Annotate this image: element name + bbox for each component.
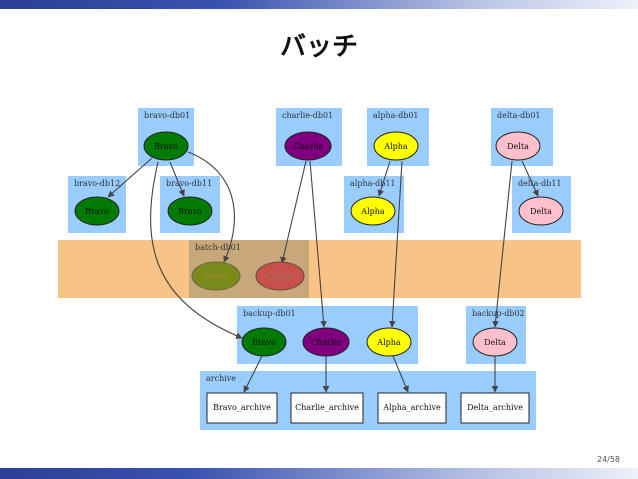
page-number: 24/58 xyxy=(596,455,620,464)
node-label: Bravo xyxy=(154,142,178,151)
node-alpha-db11: Alpha xyxy=(350,196,396,226)
edge-alpha-to-alpha-db11 xyxy=(377,160,391,197)
top-header-bar xyxy=(0,0,638,9)
edge-alpha-to-backup-alpha xyxy=(389,160,403,328)
node-label: Delta xyxy=(530,207,552,216)
cluster-label: bravo-db01 xyxy=(144,111,190,120)
archive-box-bravo: Bravo_archive xyxy=(206,392,278,424)
archive-label: Bravo_archive xyxy=(213,403,271,412)
cluster-label: backup-db01 xyxy=(243,309,296,318)
cluster-label: archive xyxy=(206,374,236,383)
archive-label: Alpha_archive xyxy=(382,403,441,412)
node-bravo-db01: Bravo xyxy=(143,131,189,161)
cluster-label: batch-db01 xyxy=(195,243,241,252)
node-label: Charlie xyxy=(311,338,341,347)
edge-bravo-to-backup-bravo xyxy=(150,161,243,339)
edge-delta-to-delta-db11 xyxy=(521,160,539,197)
edge-bravo-to-bravo-db11 xyxy=(169,161,185,197)
node-label: Alpha xyxy=(376,338,401,347)
cluster-label: alpha-db01 xyxy=(373,111,419,120)
archive-box-charlie: Charlie_archive xyxy=(290,392,364,424)
archive-label: Charlie_archive xyxy=(295,403,359,412)
node-backup-bravo: Bravo xyxy=(241,327,287,357)
node-backup-delta: Delta xyxy=(472,327,518,357)
edge-delta-to-backup-delta xyxy=(492,160,513,328)
node-alpha-db01: Alpha xyxy=(373,131,419,161)
cluster-label: delta-db01 xyxy=(497,111,541,120)
edge-backup-bravo-to-archive xyxy=(243,355,263,393)
node-label: Bravo xyxy=(252,338,276,347)
cluster-label: bravo-db12 xyxy=(74,179,120,188)
edge-bravo-to-bravo-db12 xyxy=(107,157,153,198)
node-delta-db01: Delta xyxy=(495,131,541,161)
node-batch-charlie: Charlie xyxy=(255,261,305,291)
node-backup-alpha: Alpha xyxy=(366,327,412,357)
node-bravo-db12: Bravo xyxy=(74,196,120,226)
cluster-label: delta-db11 xyxy=(518,179,562,188)
node-label: Alpha xyxy=(360,207,385,216)
node-label: Delta xyxy=(484,338,506,347)
cluster-label: charlie-db01 xyxy=(282,111,333,120)
archive-box-delta: Delta_archive xyxy=(460,392,530,424)
node-label: Alpha xyxy=(383,142,408,151)
node-delta-db11: Delta xyxy=(518,196,564,226)
archive-label: Delta_archive xyxy=(467,403,523,412)
bottom-footer-bar xyxy=(0,468,638,479)
node-label: Bravo xyxy=(204,272,228,281)
cluster-label: alpha-db11 xyxy=(350,179,396,188)
edge-charlie-to-batch-charlie xyxy=(280,160,307,264)
node-label: Bravo xyxy=(85,207,109,216)
node-label: Charlie xyxy=(293,142,323,151)
cluster-label: bravo-db11 xyxy=(166,179,212,188)
edge-charlie-to-backup-charlie xyxy=(309,160,327,328)
edge-bravo-to-batch-bravo xyxy=(187,151,235,263)
cluster-label: backup-db02 xyxy=(472,309,525,318)
node-backup-charlie: Charlie xyxy=(302,327,350,357)
node-bravo-db11: Bravo xyxy=(167,196,213,226)
node-label: Delta xyxy=(507,142,529,151)
node-charlie-db01: Charlie xyxy=(284,131,332,161)
slide-title: バッチ xyxy=(279,32,358,62)
node-label: Charlie xyxy=(265,272,295,281)
node-label: Bravo xyxy=(178,207,202,216)
node-batch-bravo: Bravo xyxy=(191,261,241,291)
edge-backup-alpha-to-archive xyxy=(392,355,409,393)
archive-box-alpha: Alpha_archive xyxy=(377,392,447,424)
